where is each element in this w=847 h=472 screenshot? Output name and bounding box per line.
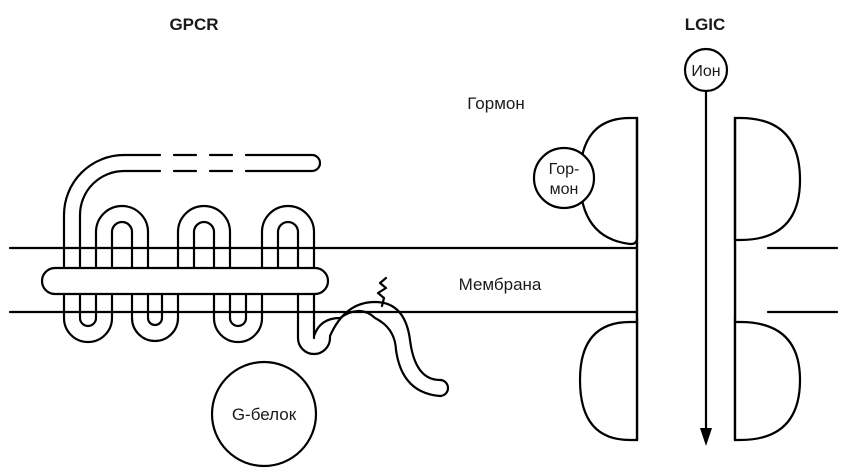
gpcr-tail-end [246, 155, 320, 171]
g-protein: G-белок [212, 362, 316, 466]
lgic-pore [640, 116, 732, 446]
gpcr-title: GPCR [169, 15, 218, 34]
ion-label: Ион [691, 63, 720, 80]
membrane-label: Мембрана [459, 275, 542, 294]
gpcr-c-terminus-end [440, 380, 448, 396]
bound-hormone-line2: мон [550, 181, 579, 198]
hormone-label: Гормон [467, 94, 525, 113]
gpcr-lower-loop-1 [64, 294, 112, 342]
gpcr-receptor [42, 155, 448, 396]
bound-hormone-line1: Гор- [549, 161, 580, 178]
bound-hormone-circle [534, 148, 594, 208]
gpcr-loop-1 [96, 206, 148, 268]
lgic-right-lower-subunit [735, 322, 800, 440]
lgic-right-upper-subunit [735, 118, 800, 240]
gpcr-loop-3 [262, 206, 314, 268]
lgic-left-lower-subunit [580, 322, 637, 440]
g-protein-label: G-белок [232, 405, 297, 424]
gpcr-loop-2 [178, 206, 230, 268]
gpcr-c-terminus-inner [314, 294, 440, 396]
gpcr-transmembrane-bar [42, 268, 328, 294]
gpcr-lower-loop-2 [132, 294, 178, 341]
lgic-title: LGIC [685, 15, 726, 34]
gpcr-lower-loop-3 [214, 294, 262, 342]
gpcr-c-terminus-outer [298, 294, 440, 380]
